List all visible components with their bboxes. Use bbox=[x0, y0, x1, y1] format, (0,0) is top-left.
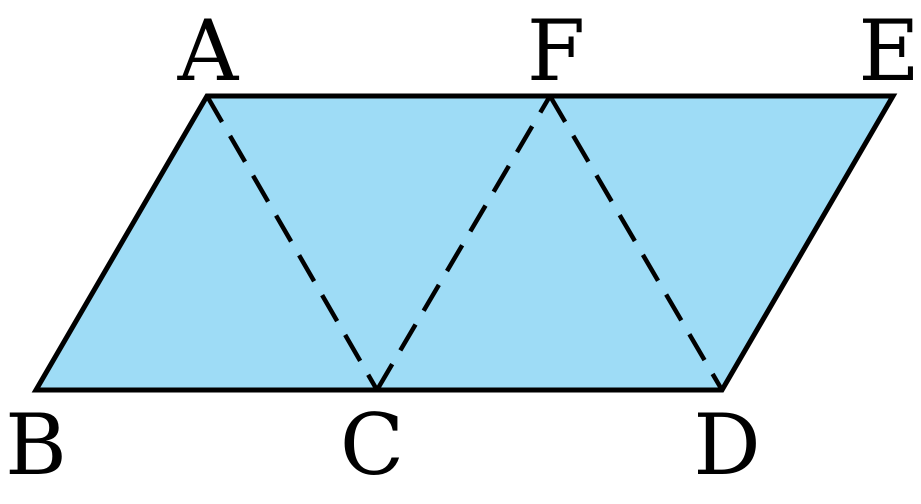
label-c: C bbox=[340, 396, 404, 494]
label-e: E bbox=[858, 2, 919, 100]
label-b: B bbox=[5, 396, 67, 494]
dashed-segment-fd bbox=[548, 94, 724, 392]
parallelogram-shape bbox=[31, 93, 898, 393]
dashed-segment-cf bbox=[375, 94, 552, 392]
label-a: A bbox=[177, 2, 240, 100]
label-f: F bbox=[527, 2, 585, 100]
label-d: D bbox=[693, 396, 760, 494]
dashed-segment-ac bbox=[205, 94, 379, 392]
